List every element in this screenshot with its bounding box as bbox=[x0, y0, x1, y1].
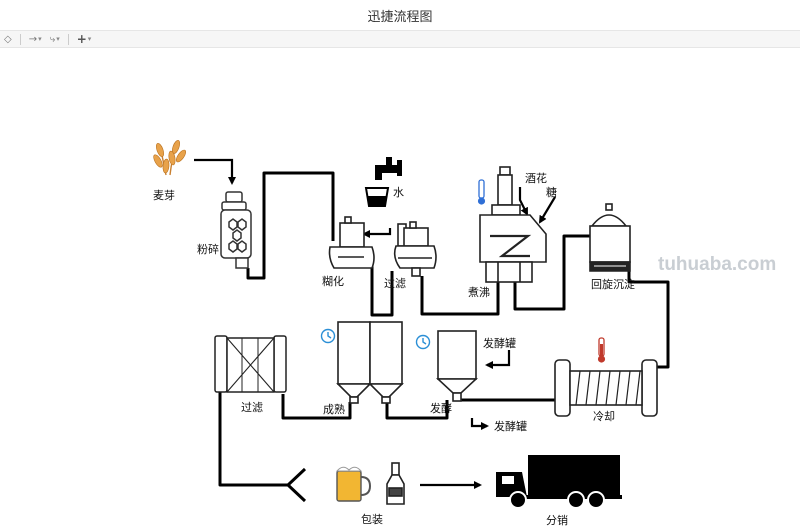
plate-filter[interactable] bbox=[214, 335, 287, 393]
plus-icon: + bbox=[76, 32, 87, 46]
malt-label: 麦芽 bbox=[153, 188, 175, 202]
cool-label: 冷却 bbox=[593, 410, 615, 423]
red-thermometer-icon bbox=[597, 337, 606, 363]
filter2-label: 过滤 bbox=[241, 401, 263, 414]
whirlpool-tank[interactable] bbox=[589, 203, 631, 272]
brewing-process-diagram: tuhuaba.com 麦芽 bbox=[153, 140, 776, 527]
arrow-right-icon: → bbox=[28, 33, 38, 45]
window-title: 迅捷流程图 bbox=[367, 9, 433, 25]
boil-label: 煮沸 bbox=[468, 286, 490, 299]
insert-button[interactable]: + ▾ bbox=[73, 32, 96, 46]
chevron-down-icon: ▾ bbox=[56, 35, 60, 43]
package-label: 包装 bbox=[361, 513, 383, 526]
truck-icon bbox=[496, 455, 622, 509]
hops-label: 酒花 bbox=[525, 172, 547, 185]
fill-tool-button[interactable]: ◇ bbox=[0, 32, 16, 46]
ferment-label: 发酵 bbox=[430, 401, 452, 415]
toolbar-divider bbox=[67, 33, 69, 45]
cooler-heat-exchanger[interactable] bbox=[554, 359, 658, 417]
beer-mug-icon bbox=[335, 466, 372, 502]
process-pipes bbox=[218, 171, 670, 503]
connector-arrow-button[interactable]: → ▾ bbox=[25, 32, 46, 46]
beer-bottle-icon bbox=[386, 462, 405, 505]
fermenter-tank[interactable] bbox=[435, 330, 479, 402]
ferment-tank-out-label: 发酵罐 bbox=[494, 419, 527, 433]
process-arrows bbox=[194, 158, 556, 489]
maturation-tanks[interactable] bbox=[336, 321, 404, 404]
chevron-down-icon: ▾ bbox=[38, 35, 42, 43]
sugar-label: 糖 bbox=[546, 185, 557, 199]
crush-label: 粉碎 bbox=[197, 242, 219, 256]
diagram-canvas[interactable]: tuhuaba.com 麦芽 bbox=[0, 47, 800, 528]
clock-icon bbox=[415, 334, 431, 350]
ferment-tank-top-label: 发酵罐 bbox=[483, 336, 516, 350]
toolbar: ◇ → ▾ ⤷ ▾ + ▾ bbox=[0, 30, 800, 48]
boil-kettle[interactable] bbox=[479, 166, 547, 283]
mash-tun[interactable] bbox=[328, 216, 375, 269]
mash-label: 糊化 bbox=[322, 274, 344, 288]
filter1-label: 过滤 bbox=[384, 277, 406, 290]
water-label: 水 bbox=[393, 186, 404, 199]
chevron-down-icon: ▾ bbox=[87, 35, 92, 43]
whirlpool-label: 回旋沉淀 bbox=[591, 277, 635, 291]
distribute-label: 分销 bbox=[546, 513, 568, 527]
connector-waypoint-button[interactable]: ⤷ ▾ bbox=[46, 32, 64, 46]
water-tap-icon bbox=[364, 157, 402, 207]
window-title-bar: 迅捷流程图 bbox=[0, 0, 800, 30]
mature-label: 成熟 bbox=[323, 402, 345, 416]
crusher-machine[interactable] bbox=[220, 191, 252, 269]
lauter-tun[interactable] bbox=[393, 221, 437, 277]
clock-icon bbox=[320, 328, 336, 344]
blue-thermometer-icon bbox=[477, 179, 486, 205]
fill-icon: ◇ bbox=[4, 33, 12, 45]
watermark-text: tuhuaba.com bbox=[658, 254, 776, 275]
wheat-icon bbox=[153, 140, 187, 176]
waypoint-icon: ⤷ bbox=[49, 33, 56, 45]
toolbar-divider bbox=[19, 33, 21, 45]
